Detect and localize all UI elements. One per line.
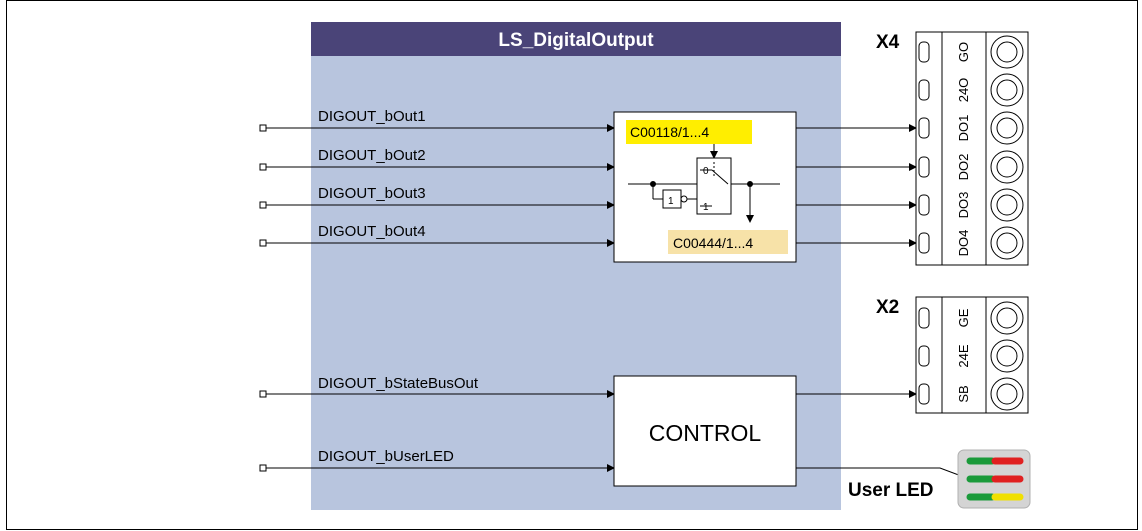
ls-block-title-bar	[311, 22, 841, 56]
x4-terminal-do1: DO1	[956, 115, 971, 142]
x2-terminal-ge: GE	[956, 308, 971, 327]
outer-frame	[6, 0, 1138, 530]
x4-row-do4: DO4	[918, 226, 1024, 260]
x4-row-do1: DO1	[918, 111, 1024, 145]
param-c00444-highlight	[668, 230, 788, 254]
param-c00444: C00444/1...4	[673, 235, 753, 251]
x4-terminal-go: GO	[956, 42, 971, 62]
x4-row-24o: 24O	[918, 73, 1024, 107]
input-signal-out2: DIGOUT_bOut2	[259, 147, 615, 171]
x2-terminal-24e: 24E	[956, 344, 971, 367]
x2-row-ge: GE	[918, 301, 1024, 335]
input-signal-out1: DIGOUT_bOut1	[259, 108, 615, 132]
user-led-label: User LED	[848, 480, 934, 501]
input-signal-out4: DIGOUT_bOut4	[259, 223, 615, 247]
connector-x2-name: X2	[876, 297, 899, 318]
connector-x4-name: X4	[876, 32, 900, 53]
signal-label-state-bus-out: DIGOUT_bStateBusOut	[318, 375, 479, 392]
x4-row-do2: DO2	[918, 150, 1024, 184]
connector-x2: X2 GE 24E SB	[876, 296, 1029, 414]
signal-label-out4: DIGOUT_bOut4	[318, 223, 426, 240]
signal-label-user-led: DIGOUT_bUserLED	[318, 448, 454, 465]
input-signal-state-bus-out: DIGOUT_bStateBusOut	[259, 375, 615, 398]
x4-row-go: GO	[918, 35, 1024, 69]
signal-label-out2: DIGOUT_bOut2	[318, 147, 426, 164]
param-c00118-highlight	[626, 120, 752, 144]
x4-terminal-do3: DO3	[956, 192, 971, 219]
x2-row-sb: SB	[918, 377, 1024, 411]
switch-label-0: 0	[703, 166, 709, 177]
switch-label-1: 1	[703, 202, 709, 213]
control-label: CONTROL	[649, 420, 762, 446]
param-c00118: C00118/1...4	[630, 124, 709, 140]
x4-terminal-do4: DO4	[956, 230, 971, 257]
x2-row-24e: 24E	[918, 339, 1024, 373]
x2-terminal-sb: SB	[956, 385, 971, 402]
input-signal-out3: DIGOUT_bOut3	[259, 185, 615, 209]
signal-label-out1: DIGOUT_bOut1	[318, 108, 426, 125]
ls-block-title: LS_DigitalOutput	[498, 30, 654, 51]
control-block: CONTROL	[613, 375, 797, 487]
input-signal-user-led: DIGOUT_bUserLED	[259, 448, 615, 472]
not-gate-label: 1	[668, 196, 674, 207]
user-led: User LED	[848, 449, 1031, 509]
x4-terminal-do2: DO2	[956, 154, 971, 181]
x4-row-do3: DO3	[918, 188, 1024, 222]
connector-x4: X4 GO 24O DO1 DO2	[876, 31, 1029, 266]
inversion-block: C00118/1...4 0 1 1 C00444/1...4	[613, 111, 797, 263]
signal-label-out3: DIGOUT_bOut3	[318, 185, 426, 202]
x4-terminal-24o: 24O	[956, 78, 971, 103]
